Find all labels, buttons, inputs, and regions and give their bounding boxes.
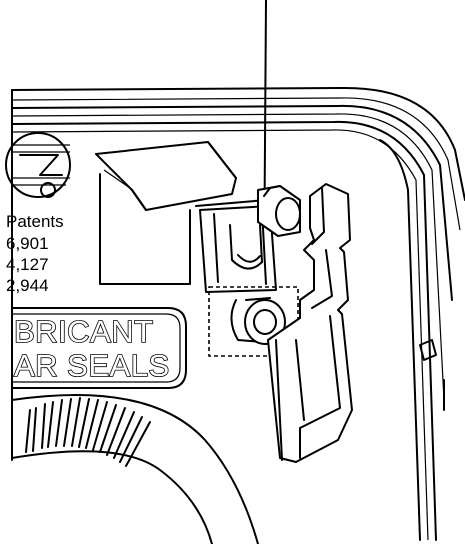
label-line-1: BRICANT — [14, 314, 154, 349]
logo-emblem — [5, 132, 71, 198]
patent-number-2: 4,127 — [6, 255, 49, 274]
patent-number-3: 2,944 — [6, 276, 49, 295]
patent-list: Patents 6,901 4,127 2,944 — [6, 212, 64, 295]
notched-bracket — [267, 183, 353, 463]
hinge-pin — [257, 185, 301, 237]
back-plate — [99, 173, 191, 285]
label-line-2: AR SEALS — [14, 348, 170, 383]
patent-number-1: 6,901 — [6, 234, 49, 253]
roller-wheel — [230, 297, 286, 345]
highlight-box — [208, 286, 299, 357]
latch-body — [195, 199, 283, 293]
patent-heading: Patents — [6, 212, 64, 231]
hinged-cover-flap — [95, 141, 237, 211]
housing-rim — [11, 86, 465, 541]
ribbed-dial — [11, 394, 259, 544]
embossed-label-plate: BRICANT AR SEALS — [11, 307, 187, 389]
